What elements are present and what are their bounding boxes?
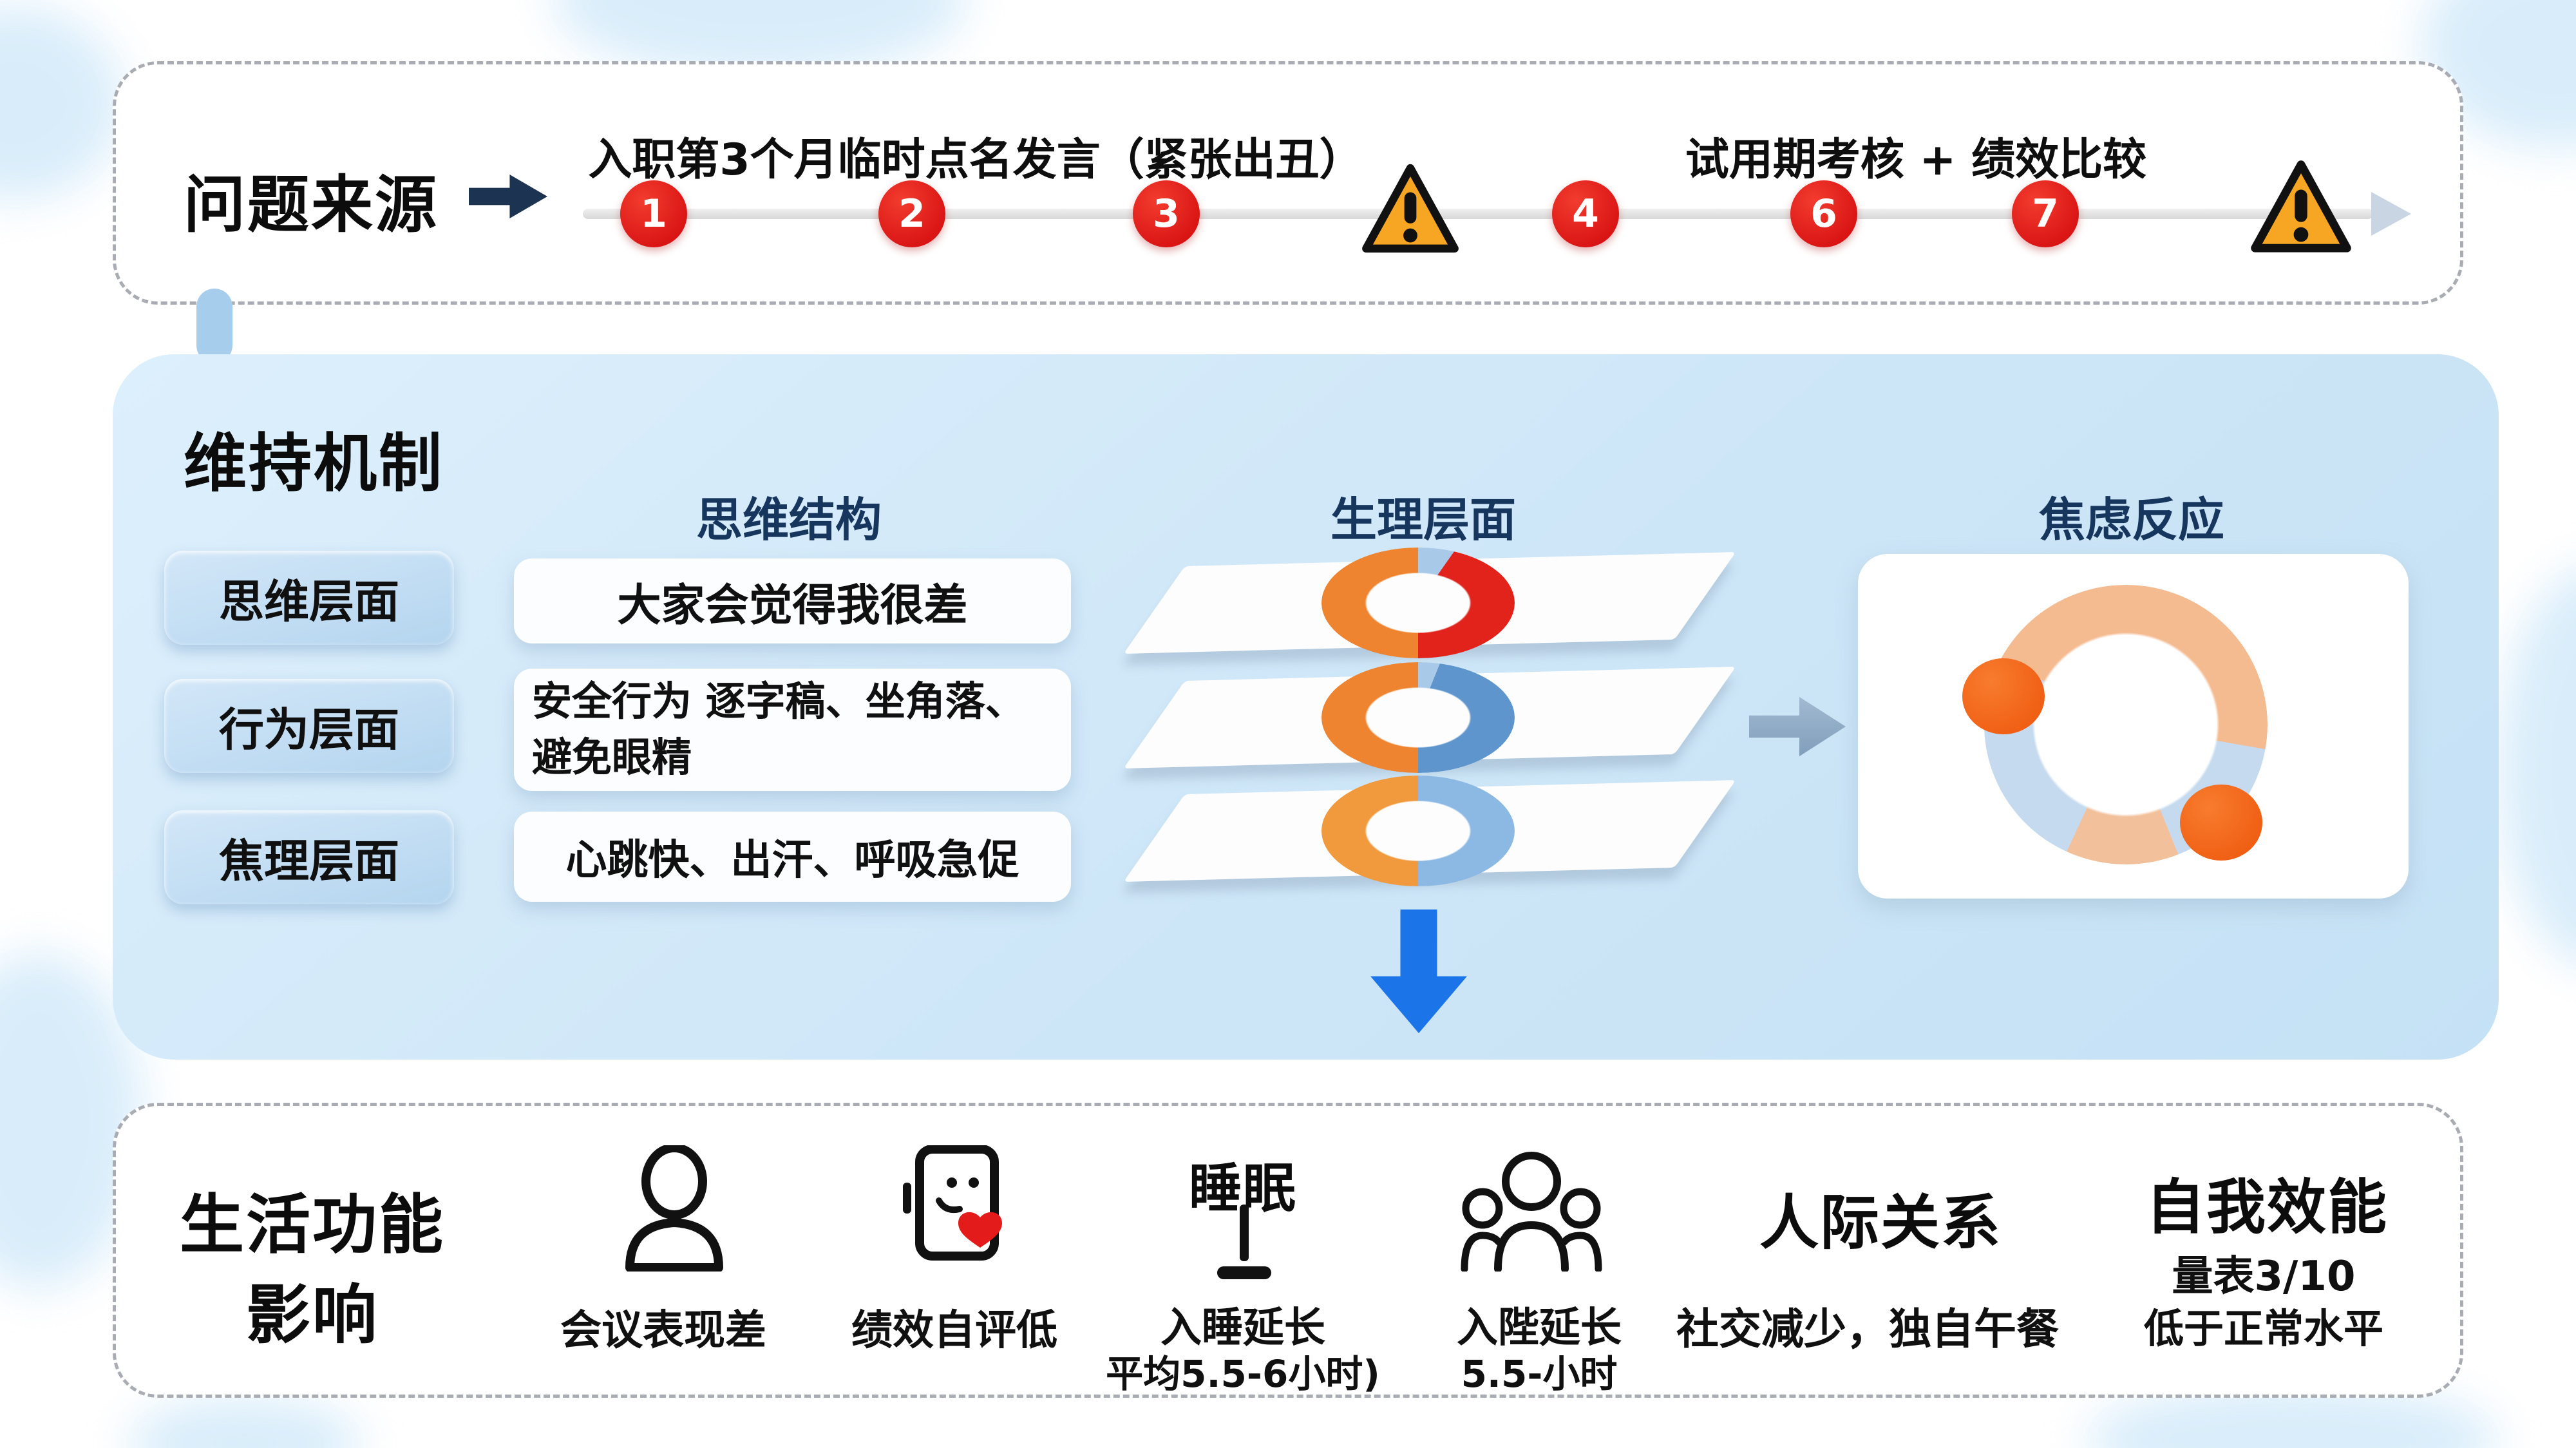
timeline-marker-6: 6 <box>1790 180 1857 247</box>
physio-donut-chart-2 <box>1321 662 1515 773</box>
person-icon <box>625 1145 723 1272</box>
impact-header-efficacy: 自我效能 <box>2145 1173 2388 1242</box>
impact-header-relations: 人际关系 <box>1759 1188 2002 1257</box>
timeline-marker-7: 7 <box>2012 180 2079 247</box>
impact-duration-line2: 5.5-小时 <box>1461 1352 1618 1396</box>
physio-donut-chart-3 <box>1321 776 1515 886</box>
background-blob <box>129 1398 361 1448</box>
problem-source-title: 问题来源 <box>184 169 439 241</box>
row-content-thinking: 大家会觉得我很差 <box>514 558 1071 643</box>
impact-efficacy-line2: 低于正常水平 <box>2143 1305 2383 1352</box>
row-label-physio: 焦理层面 <box>164 810 454 904</box>
timeline-line <box>583 209 2373 219</box>
impact-label-rating: 绩效自评低 <box>851 1307 1057 1355</box>
column-header-anxiety: 焦虑反应 <box>2038 493 2224 547</box>
maintenance-title: 维持机制 <box>184 427 444 500</box>
row-label-thinking: 思维层面 <box>164 551 454 645</box>
warning-icon <box>2251 160 2351 252</box>
background-blob <box>0 6 122 200</box>
impact-efficacy-line1: 量表3/10 <box>2172 1253 2356 1300</box>
problem-source-section <box>113 61 2463 305</box>
timeline-marker-1: 1 <box>620 180 687 247</box>
people-icon <box>1461 1152 1602 1272</box>
row-content-physio: 心跳快、出汗、呼吸急促 <box>514 812 1071 902</box>
column-header-thinking: 思维结构 <box>696 493 882 547</box>
timeline-marker-4: 4 <box>1552 180 1619 247</box>
background-blob <box>2499 567 2576 966</box>
timeline-event-left: 入职第3个月临时点名发言（紧张出丑） <box>588 135 1363 186</box>
impact-sleep-line2: 平均5.5-6小时) <box>1106 1352 1380 1396</box>
timeline-event-right: 试用期考核 + 绩效比较 <box>1685 135 2147 186</box>
lamp-icon <box>1217 1205 1271 1279</box>
life-impact-section <box>113 1103 2463 1398</box>
timeline-marker-3: 3 <box>1133 180 1200 247</box>
cycle-node-dot <box>1962 658 2045 734</box>
row-content-behavior: 安全行为 逐字稿、坐角落、避免眼精 <box>514 669 1071 791</box>
row-label-behavior: 行为层面 <box>164 679 454 773</box>
cycle-node-dot <box>2180 785 2262 861</box>
timeline-arrowhead-icon <box>2371 192 2411 236</box>
section-connector <box>196 289 232 363</box>
column-header-physiology: 生理层面 <box>1330 493 1516 547</box>
anxiety-cycle-card <box>1858 554 2409 899</box>
impact-label-relations: 社交减少，独自午餐 <box>1676 1304 2059 1354</box>
physio-donut-chart-1 <box>1321 548 1515 658</box>
life-impact-title: 生活功能 影响 <box>161 1180 464 1360</box>
impact-duration-line1: 入陛延长 <box>1457 1304 1622 1352</box>
warning-icon <box>1362 164 1459 253</box>
life-impact-title-line1: 生活功能 <box>180 1187 445 1262</box>
timeline-marker-2: 2 <box>878 180 945 247</box>
impact-sleep-line1: 入睡延长 <box>1160 1304 1325 1352</box>
life-impact-title-line2: 影响 <box>246 1277 379 1353</box>
impact-label-meeting: 会议表现差 <box>560 1307 766 1355</box>
phone-heart-icon <box>903 1145 1002 1261</box>
